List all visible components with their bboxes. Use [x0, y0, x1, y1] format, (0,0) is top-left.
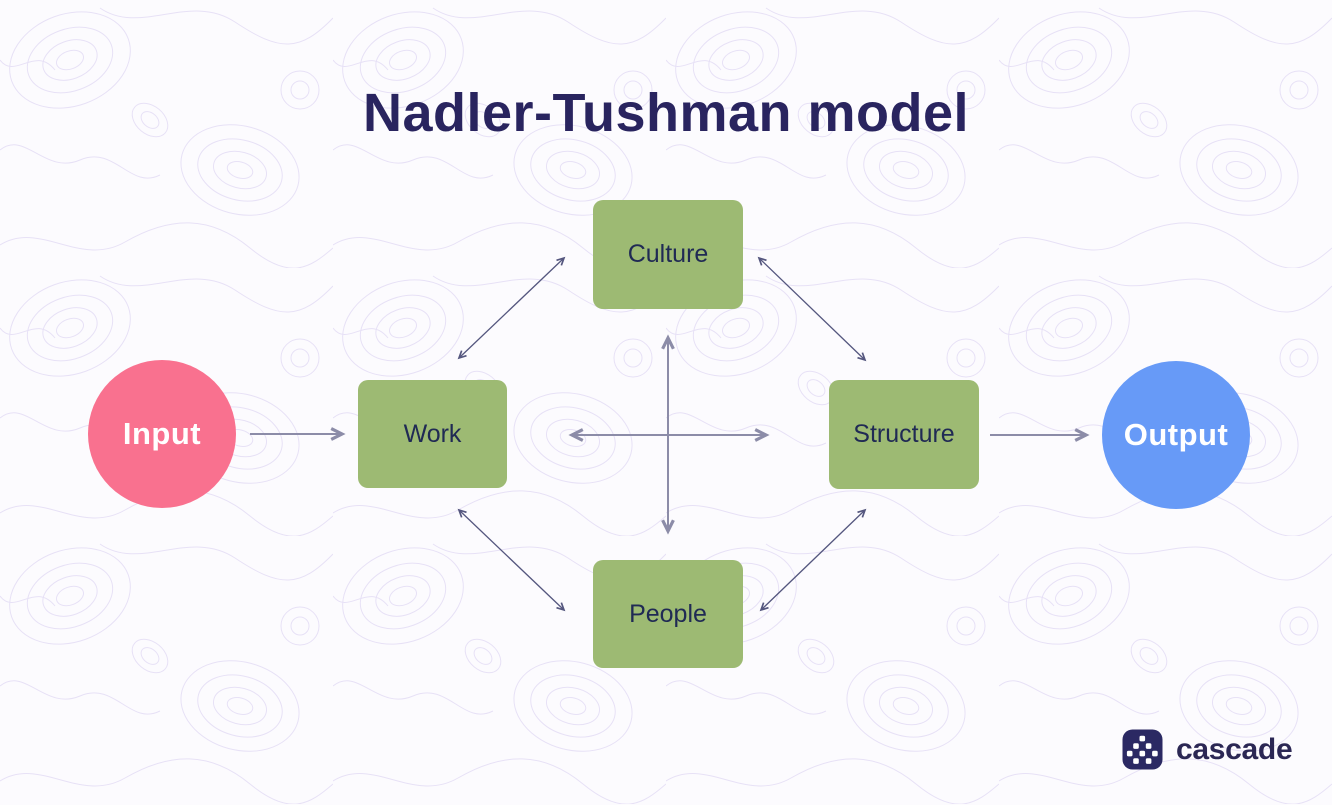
input-label: Input	[122, 416, 202, 451]
output-node: Output	[1102, 361, 1250, 509]
arrow-work-people	[457, 508, 566, 612]
output-label: Output	[1123, 417, 1229, 452]
input-node: Input	[88, 360, 236, 508]
diagram-title: Nadler-Tushman model	[362, 83, 970, 143]
structure-node: Structure	[829, 380, 979, 489]
culture-node: Culture	[593, 200, 743, 309]
work-node: Work	[358, 380, 507, 488]
people-node: People	[593, 560, 743, 668]
cascade-logo: cascade	[1122, 729, 1293, 770]
cascade-wordmark: cascade	[1176, 732, 1293, 766]
structure-label: Structure	[853, 420, 955, 448]
culture-label: Culture	[627, 240, 709, 268]
arrow-culture-structure	[757, 256, 867, 362]
work-label: Work	[403, 419, 462, 448]
cascade-dots-icon	[1122, 729, 1163, 770]
arrow-people-structure	[759, 508, 867, 612]
arrow-work-culture	[457, 256, 566, 360]
people-label: People	[629, 599, 707, 628]
